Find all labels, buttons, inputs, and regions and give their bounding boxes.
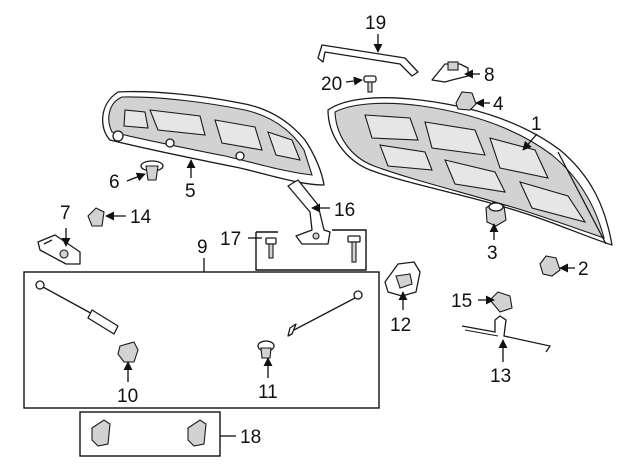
callout-20: 20 [321,74,342,95]
support-rod[interactable] [287,290,363,337]
callout-labels: 1 2 3 4 5 6 7 8 9 10 11 12 13 14 15 16 1… [60,13,589,448]
support-rod-clip[interactable] [117,341,139,363]
callout-19: 19 [365,13,386,34]
bolt[interactable] [265,237,277,259]
release-rod[interactable] [461,315,552,353]
callout-17: 17 [220,229,241,250]
callout-15: 15 [451,291,472,312]
leader-lines [61,34,575,437]
bumper-stop[interactable] [455,91,477,111]
callout-12: 12 [390,315,411,336]
callout-13: 13 [490,366,511,387]
callout-18: 18 [240,427,261,448]
callout-1: 1 [531,114,542,135]
hood-seal-strip[interactable] [317,44,419,77]
clip[interactable] [87,207,105,227]
grommet[interactable] [140,160,164,181]
callout-10: 10 [117,386,138,407]
callout-8: 8 [484,65,495,86]
callout-16: 16 [334,200,355,221]
support-rod-box [23,271,380,409]
callout-3: 3 [487,243,498,264]
clip[interactable] [187,419,207,447]
callout-2: 2 [578,259,589,280]
hinge-bracket[interactable] [37,234,81,265]
hood-latch[interactable] [384,261,421,297]
screw[interactable] [363,75,377,93]
clip-kit-box [79,411,221,457]
callout-6: 6 [109,172,120,193]
bolt-kit-box [255,229,367,271]
hood-bumper[interactable] [539,255,561,277]
support-rod-grommet[interactable] [257,340,275,359]
retainer-clip[interactable] [485,201,507,227]
callout-11: 11 [258,382,278,403]
support-rod[interactable] [35,280,119,335]
callout-14: 14 [130,207,152,228]
callout-7: 7 [60,203,71,224]
clip[interactable] [91,419,111,447]
callout-5: 5 [185,181,196,202]
hood-panel[interactable] [327,97,613,246]
hood-inner-panel[interactable] [102,90,325,186]
callout-4: 4 [493,94,504,115]
hood-hinge[interactable] [287,179,331,245]
callout-9: 9 [197,237,208,258]
clip[interactable] [489,291,513,313]
bracket[interactable] [431,61,469,83]
bolt[interactable] [347,235,361,263]
